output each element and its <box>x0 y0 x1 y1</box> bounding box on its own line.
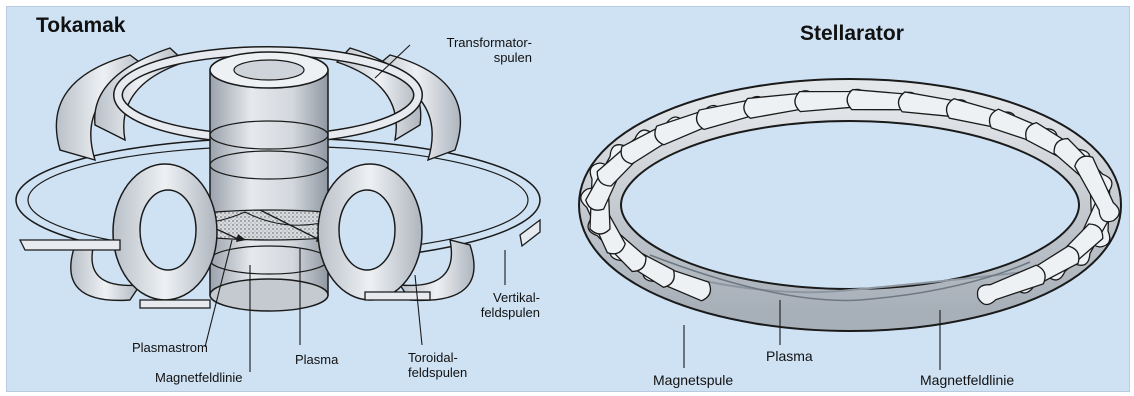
label-magnetspule: Magnetspule <box>653 372 733 388</box>
label-vertikalfeldspulen: Vertikal- feldspulen <box>470 290 540 320</box>
tokamak-title: Tokamak <box>36 14 126 38</box>
label-magnetfeldlinie-tokamak: Magnetfeldlinie <box>155 370 242 385</box>
label-plasma-tokamak: Plasma <box>295 352 338 367</box>
label-vertikal-line1: Vertikal- <box>470 290 540 305</box>
label-transformatorspulen: Transformator- spulen <box>422 35 532 65</box>
label-toroidalfeldspulen: Toroidal- feldspulen <box>408 350 467 380</box>
label-magnetfeldlinie-stellarator: Magnetfeldlinie <box>920 372 1014 388</box>
label-vertikal-line2: feldspulen <box>470 305 540 320</box>
label-transformator-line1: Transformator- <box>422 35 532 50</box>
stellarator-title: Stellarator <box>800 22 904 46</box>
label-plasmastrom: Plasmastrom <box>132 340 208 355</box>
label-toroidal-line2: feldspulen <box>408 365 467 380</box>
label-transformator-line2: spulen <box>422 50 532 65</box>
label-plasma-stellarator: Plasma <box>766 348 813 364</box>
label-toroidal-line1: Toroidal- <box>408 350 467 365</box>
